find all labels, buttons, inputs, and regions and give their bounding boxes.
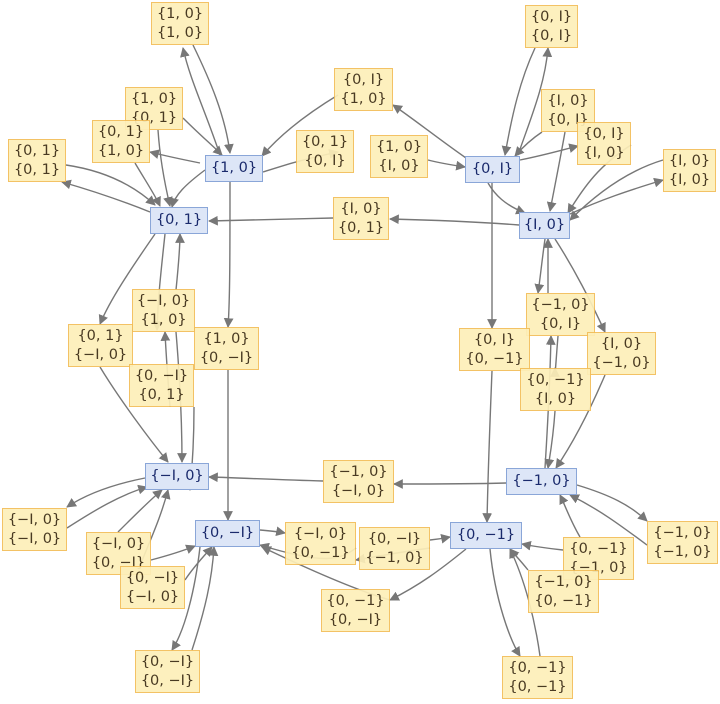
state-text: {0, I}	[471, 161, 514, 177]
transition-arrow	[149, 149, 201, 164]
transition-arrow	[554, 238, 606, 333]
transition-arrow	[544, 410, 556, 469]
edge-label: {−I, 0}{0, −1}	[285, 522, 356, 565]
edge-label: {I, 0}{0, 1}	[333, 197, 389, 240]
transition-arrow	[546, 131, 566, 212]
edge-label: {0, I}{I, 0}	[577, 122, 631, 165]
state-node[interactable]: {0, −I}	[195, 520, 260, 547]
transition-arrow	[169, 169, 206, 208]
edge-label: {0, −I}{−I, 0}	[120, 566, 185, 609]
edge-label: {0, 1}{1, 0}	[92, 120, 150, 163]
transition-arrow	[261, 94, 339, 157]
edge-label: {0, −1}{0, −1}	[502, 656, 573, 699]
edge-label: {0, I}{0, I}	[525, 5, 578, 48]
state-node[interactable]: {0, −1}	[450, 522, 522, 549]
transition-arrow	[65, 164, 156, 206]
transition-arrow	[117, 489, 163, 533]
transition-arrow	[487, 182, 526, 215]
edge-label: {−1, 0}{−I, 0}	[323, 460, 394, 503]
transition-arrow	[98, 233, 156, 325]
transition-arrow	[171, 546, 201, 651]
state-node[interactable]: {0, 1}	[150, 207, 208, 234]
edge-label: {I, 0}{−1, 0}	[587, 332, 656, 375]
transition-arrow	[534, 238, 546, 294]
transition-arrow	[389, 214, 520, 226]
transition-arrow	[182, 117, 223, 156]
edge-label: {1, 0}{I, 0}	[370, 135, 428, 178]
edge-label: {1, 0}{1, 0}	[151, 2, 209, 45]
state-node[interactable]: {I, 0}	[519, 212, 570, 239]
edge-label: {−I, 0}{1, 0}	[132, 289, 195, 332]
state-text: {−1, 0}	[512, 473, 571, 489]
transition-arrow	[489, 548, 521, 657]
edge-label: {I, 0}{0, I}	[541, 89, 595, 132]
edge-label: {0, I}{1, 0}	[334, 68, 393, 111]
transition-arrow	[559, 494, 581, 538]
edge-label: {−1, 0}{−1, 0}	[647, 521, 718, 564]
state-node[interactable]: {0, I}	[465, 156, 520, 183]
state-node[interactable]: {1, 0}	[205, 155, 263, 182]
edge-label: {−I, 0}{−I, 0}	[2, 508, 67, 551]
state-text: {0, 1}	[155, 212, 203, 228]
transition-arrow	[150, 544, 196, 561]
transition-arrow	[482, 370, 493, 523]
edge-label: {I, 0}{I, 0}	[663, 149, 716, 192]
transition-arrow	[509, 548, 529, 571]
transition-arrow	[208, 472, 324, 483]
state-text: {I, 0}	[523, 217, 566, 233]
transition-arrow	[192, 44, 234, 154]
edge-label: {0, −I}{−1, 0}	[359, 527, 430, 570]
transition-arrow	[569, 177, 664, 215]
transition-arrow	[61, 179, 151, 213]
transition-arrow	[389, 548, 467, 601]
edge-label: {0, 1}{0, 1}	[8, 139, 66, 182]
edge-label: {−1, 0}{0, −1}	[528, 570, 599, 613]
transition-arrow	[66, 484, 148, 529]
transition-arrow	[569, 494, 648, 546]
transition-arrow	[99, 366, 169, 463]
transition-arrow	[555, 374, 606, 469]
transition-arrow	[175, 233, 185, 291]
edge-label: {0, 1}{−I, 0}	[68, 324, 133, 367]
state-node[interactable]: {−I, 0}	[145, 463, 209, 490]
transition-arrow	[66, 477, 146, 508]
edge-label: {0, −I}{0, 1}	[129, 364, 194, 407]
transition-arrow	[521, 540, 564, 551]
edge-label: {0, −I}{0, −I}	[135, 650, 200, 693]
transition-arrow	[569, 159, 664, 221]
transition-arrow	[429, 533, 451, 544]
edge-label: {0, I}{0, −1}	[459, 328, 530, 371]
transition-arrow	[576, 484, 648, 522]
transition-arrow	[392, 104, 467, 159]
edge-label: {−1, 0}{0, I}	[526, 293, 595, 336]
transition-arrow	[519, 143, 579, 161]
state-node[interactable]: {−1, 0}	[506, 468, 577, 495]
transition-arrow	[208, 215, 334, 226]
transition-arrow	[501, 47, 536, 156]
edge-label: {0, 1}{0, I}	[296, 130, 354, 173]
transition-arrow	[517, 47, 553, 156]
edge-label: {0, −1}{I, 0}	[520, 368, 591, 411]
state-text: {0, −1}	[456, 527, 516, 543]
transition-arrow	[180, 47, 221, 156]
transition-arrow	[134, 162, 161, 207]
state-text: {−I, 0}	[150, 468, 204, 484]
transition-arrow	[550, 335, 560, 377]
transition-arrow	[259, 526, 286, 537]
edge-label: {1, 0}{0, −I}	[194, 327, 259, 370]
transition-arrow	[157, 129, 173, 207]
transition-arrow	[223, 181, 234, 328]
state-text: {0, −I}	[200, 525, 255, 541]
transition-arrow	[427, 159, 466, 171]
transition-arrow	[514, 131, 543, 157]
transition-arrow	[393, 479, 507, 489]
edge-label: {0, −1}{0, −I}	[321, 589, 390, 632]
state-text: {1, 0}	[210, 160, 258, 176]
transition-arrow	[191, 546, 219, 651]
